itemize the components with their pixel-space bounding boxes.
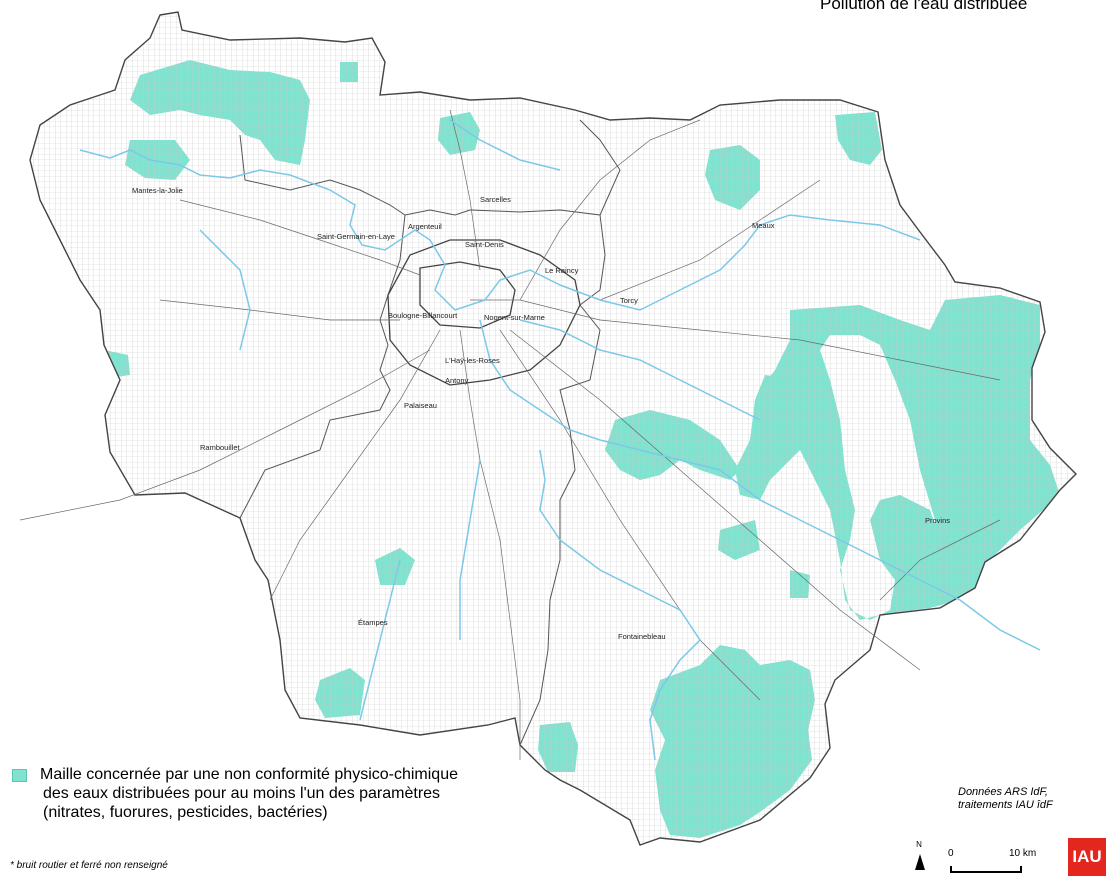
legend-line: Maille concernée par une non conformité …: [40, 766, 458, 783]
place-label: Étampes: [358, 618, 388, 627]
legend-swatch: [12, 769, 27, 782]
scale-ten: 10 km: [1009, 848, 1036, 859]
place-label: Nogent-sur-Marne: [484, 313, 545, 322]
place-label: Rambouillet: [200, 443, 241, 452]
place-label: Antony: [445, 376, 469, 385]
inner-boundaries: [387, 239, 581, 386]
footnote: * bruit routier et ferré non renseigné: [10, 860, 168, 871]
place-label: Saint-Denis: [465, 240, 504, 249]
place-label: L'Haÿ-les-Roses: [445, 356, 500, 365]
road-network: [19, 109, 1001, 760]
north-arrow-icon: [915, 854, 925, 870]
scale-zero: 0: [948, 848, 954, 859]
place-label: Boulogne-Billancourt: [388, 311, 458, 320]
iau-logo: IAU: [1068, 838, 1106, 876]
scale-line: [950, 866, 1022, 873]
scale-bar: N 0 10 km: [908, 840, 1068, 878]
place-label: Palaiseau: [404, 401, 437, 410]
source-line: traitements IAU îdF: [958, 799, 1053, 811]
place-label: Sarcelles: [480, 195, 511, 204]
scale-unit: km: [1022, 848, 1037, 859]
department-boundaries: [239, 119, 621, 746]
data-source: Données ARS IdF, traitements IAU îdF: [958, 786, 1053, 812]
place-label: Mantes-la-Jolie: [132, 186, 183, 195]
north-label: N: [916, 840, 922, 849]
place-label: Fontainebleau: [618, 632, 666, 641]
place-label: Argenteuil: [408, 222, 442, 231]
legend-line: (nitrates, fuorures, pesticides, bactéri…: [43, 804, 328, 821]
source-line: Données ARS IdF,: [958, 786, 1048, 798]
place-label: Provins: [925, 516, 950, 525]
place-label: Meaux: [752, 221, 775, 230]
scale-ten-value: 10: [1009, 848, 1021, 859]
map-title: Pollution de l'eau distribuée: [820, 0, 1028, 13]
place-label: Torcy: [620, 296, 638, 305]
place-label: Le Raincy: [545, 266, 579, 275]
place-labels: Mantes-la-Jolie Sarcelles Argenteuil Sai…: [132, 186, 950, 641]
legend-text: Maille concernée par une non conformité …: [40, 765, 560, 822]
rivers: [79, 119, 1041, 761]
place-label: Saint-Germain-en-Laye: [317, 232, 395, 241]
legend-line: des eaux distribuées pour au moins l'un …: [43, 785, 441, 802]
